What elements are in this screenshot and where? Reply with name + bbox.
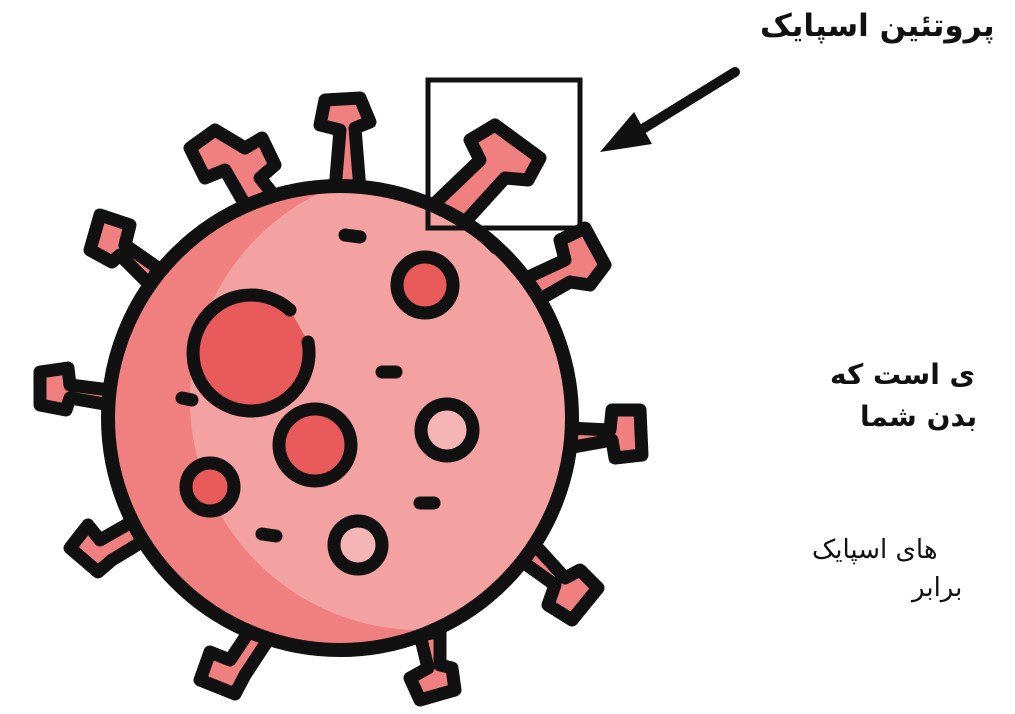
dash-1 (345, 235, 360, 237)
dash-6 (488, 240, 496, 248)
dash-3 (182, 398, 192, 400)
arrow-pointer (600, 72, 735, 152)
description-line-1: های اسپایک (812, 532, 1015, 568)
spot-bottom (334, 521, 382, 569)
spike-protein-label: پروتئین اسپایک (760, 4, 1015, 48)
description-bold-line-2: بدن شما (860, 398, 1015, 436)
large-spot (193, 295, 309, 411)
spot-left (186, 463, 234, 511)
spike-2 (320, 98, 370, 190)
description-line-2: برابر (912, 570, 1015, 606)
dash-4 (262, 534, 276, 536)
spike-11 (90, 215, 158, 285)
spot-middle (279, 409, 351, 481)
description-bold-line-1: ی است که (830, 356, 1015, 394)
spot-right (421, 404, 473, 456)
spike-5 (568, 410, 642, 458)
spot-top-right (397, 257, 453, 313)
spike-10 (40, 368, 110, 410)
